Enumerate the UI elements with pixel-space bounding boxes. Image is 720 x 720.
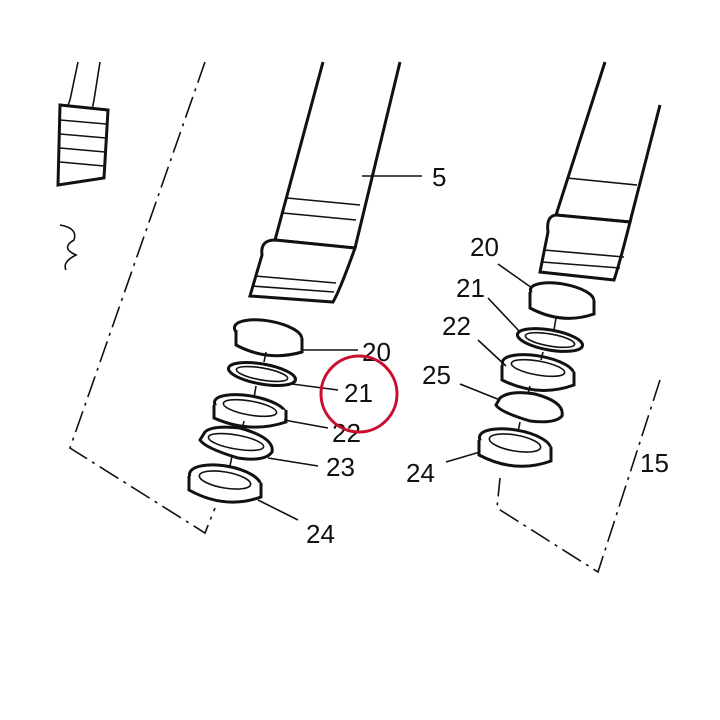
- part-labels: 5 20 21 22 23 24 20 21 22 25 24 15: [306, 162, 669, 549]
- part-25-right: [494, 391, 564, 424]
- label-20-left: 20: [362, 337, 391, 367]
- right-axis-line: [517, 317, 557, 433]
- label-25: 25: [422, 360, 451, 390]
- part-20-left: [232, 318, 304, 358]
- label-24-right: 24: [406, 458, 435, 488]
- part-21-left: [226, 361, 298, 387]
- part-22-left: [212, 393, 288, 429]
- part-20-right: [528, 281, 596, 320]
- label-24-left: 24: [306, 519, 335, 549]
- boundary-lines: [69, 61, 661, 574]
- part-24-right: [477, 427, 553, 468]
- highlight-circle: [319, 354, 399, 434]
- part-21-right: [515, 327, 585, 353]
- left-axis-line: [229, 351, 267, 467]
- label-5: 5: [432, 162, 446, 192]
- part-22-right: [500, 353, 576, 392]
- label-15-partial: 15: [640, 448, 669, 478]
- label-23: 23: [326, 452, 355, 482]
- label-22-right: 22: [442, 311, 471, 341]
- right-fork-tube: [538, 61, 662, 282]
- part-24-left: [187, 463, 263, 504]
- part-23-left: [198, 425, 274, 461]
- leader-lines: [257, 175, 533, 521]
- label-21-left: 21: [344, 378, 373, 408]
- fork-tube: [248, 61, 402, 304]
- label-21-right: 21: [456, 273, 485, 303]
- label-20-right: 20: [470, 232, 499, 262]
- left-partial-fork: [56, 61, 110, 271]
